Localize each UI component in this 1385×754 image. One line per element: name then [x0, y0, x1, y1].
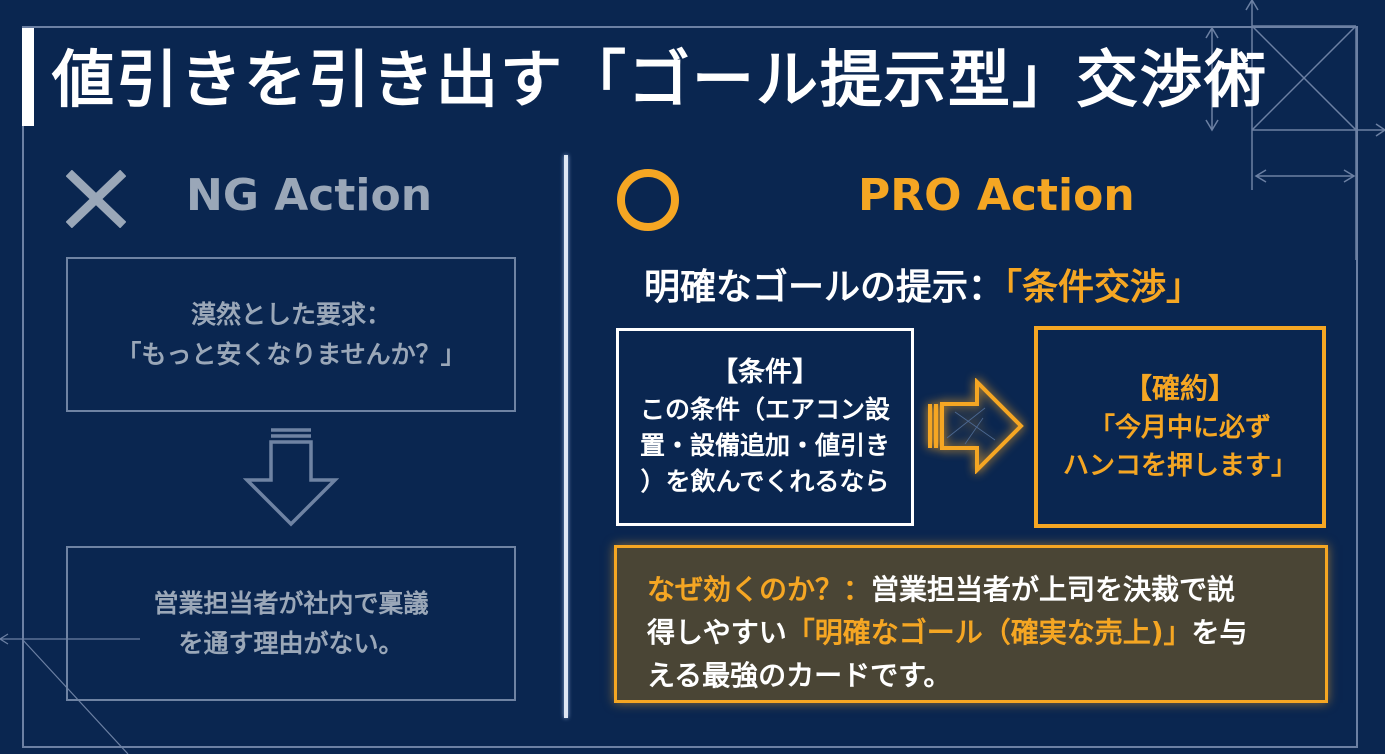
ng-vague-request-box: 漠然とした要求： 「もっと安くなりませんか？」 [66, 257, 516, 412]
ng-request-label: 漠然とした要求： [190, 299, 391, 329]
frame-line-right [1356, 26, 1358, 746]
why-line2: 得しやすい「明確なゴール（確実な売上)」を与 [647, 611, 1295, 654]
ng-action-heading: NG Action [186, 170, 433, 221]
ng-result-box: 営業担当者が社内で稟議 を通す理由がない。 [66, 546, 516, 701]
why-it-works-box: なぜ効くのか？：営業担当者が上司を決裁で説 得しやすい「明確なゴール（確実な売上… [614, 545, 1328, 703]
why-text4: える最強のカードです。 [647, 659, 952, 692]
frame-line-bottom [22, 746, 1358, 748]
circle-o-icon [617, 169, 679, 231]
ng-result-line1: 営業担当者が社内で稟議 [153, 588, 429, 618]
pro-subtitle-prefix: 明確なゴールの提示： [644, 267, 1005, 308]
blueprint-corner-decoration-bottom [0, 633, 140, 754]
condition-line3: ）を飲んでくれるなら [640, 467, 890, 496]
condition-line2: 置・設備追加・値引き [639, 431, 890, 460]
why-text1: 営業担当者が上司を決裁で説 [871, 573, 1236, 606]
ng-request-quote: 「もっと安くなりませんか？」 [116, 339, 466, 369]
condition-line1: この条件（エアコン設 [639, 395, 890, 424]
why-line1: なぜ効くのか？：営業担当者が上司を決裁で説 [647, 568, 1295, 611]
pro-subtitle-highlight: 「条件交渉」 [1004, 267, 1203, 308]
pro-subtitle: 明確なゴールの提示：「条件交渉」 [644, 258, 1202, 310]
frame-line-top [22, 26, 1358, 28]
promise-title: 【確約】 [1123, 372, 1236, 405]
promise-line2: ハンコを押します」 [1062, 451, 1297, 481]
why-highlight: 「明確なゴール（確実な売上)」 [786, 616, 1192, 649]
down-arrow-icon [243, 428, 339, 527]
condition-title: 【条件】 [711, 357, 819, 388]
right-arrow-icon [928, 378, 1024, 474]
column-divider [564, 155, 568, 718]
why-label: なぜ効くのか？： [647, 573, 872, 606]
x-mark-icon [66, 170, 126, 228]
title-accent-bar [22, 28, 34, 126]
why-text3: を与 [1191, 616, 1248, 649]
pro-action-heading: PRO Action [858, 170, 1135, 221]
promise-line1: 「今月中に必ず [1088, 413, 1271, 443]
condition-box: 【条件】 この条件（エアコン設 置・設備追加・値引き ）を飲んでくれるなら [616, 328, 914, 526]
frame-line-left [22, 26, 24, 746]
why-text2: 得しやすい [647, 616, 787, 649]
blueprint-corner-decoration [1205, 0, 1385, 260]
page-title: 値引きを引き出す「ゴール提示型」交渉術 [52, 43, 1269, 116]
promise-box: 【確約】 「今月中に必ず ハンコを押します」 [1034, 326, 1326, 528]
why-line3: える最強のカードです。 [647, 654, 1295, 697]
ng-result-line2: を通す理由がない。 [178, 628, 404, 658]
